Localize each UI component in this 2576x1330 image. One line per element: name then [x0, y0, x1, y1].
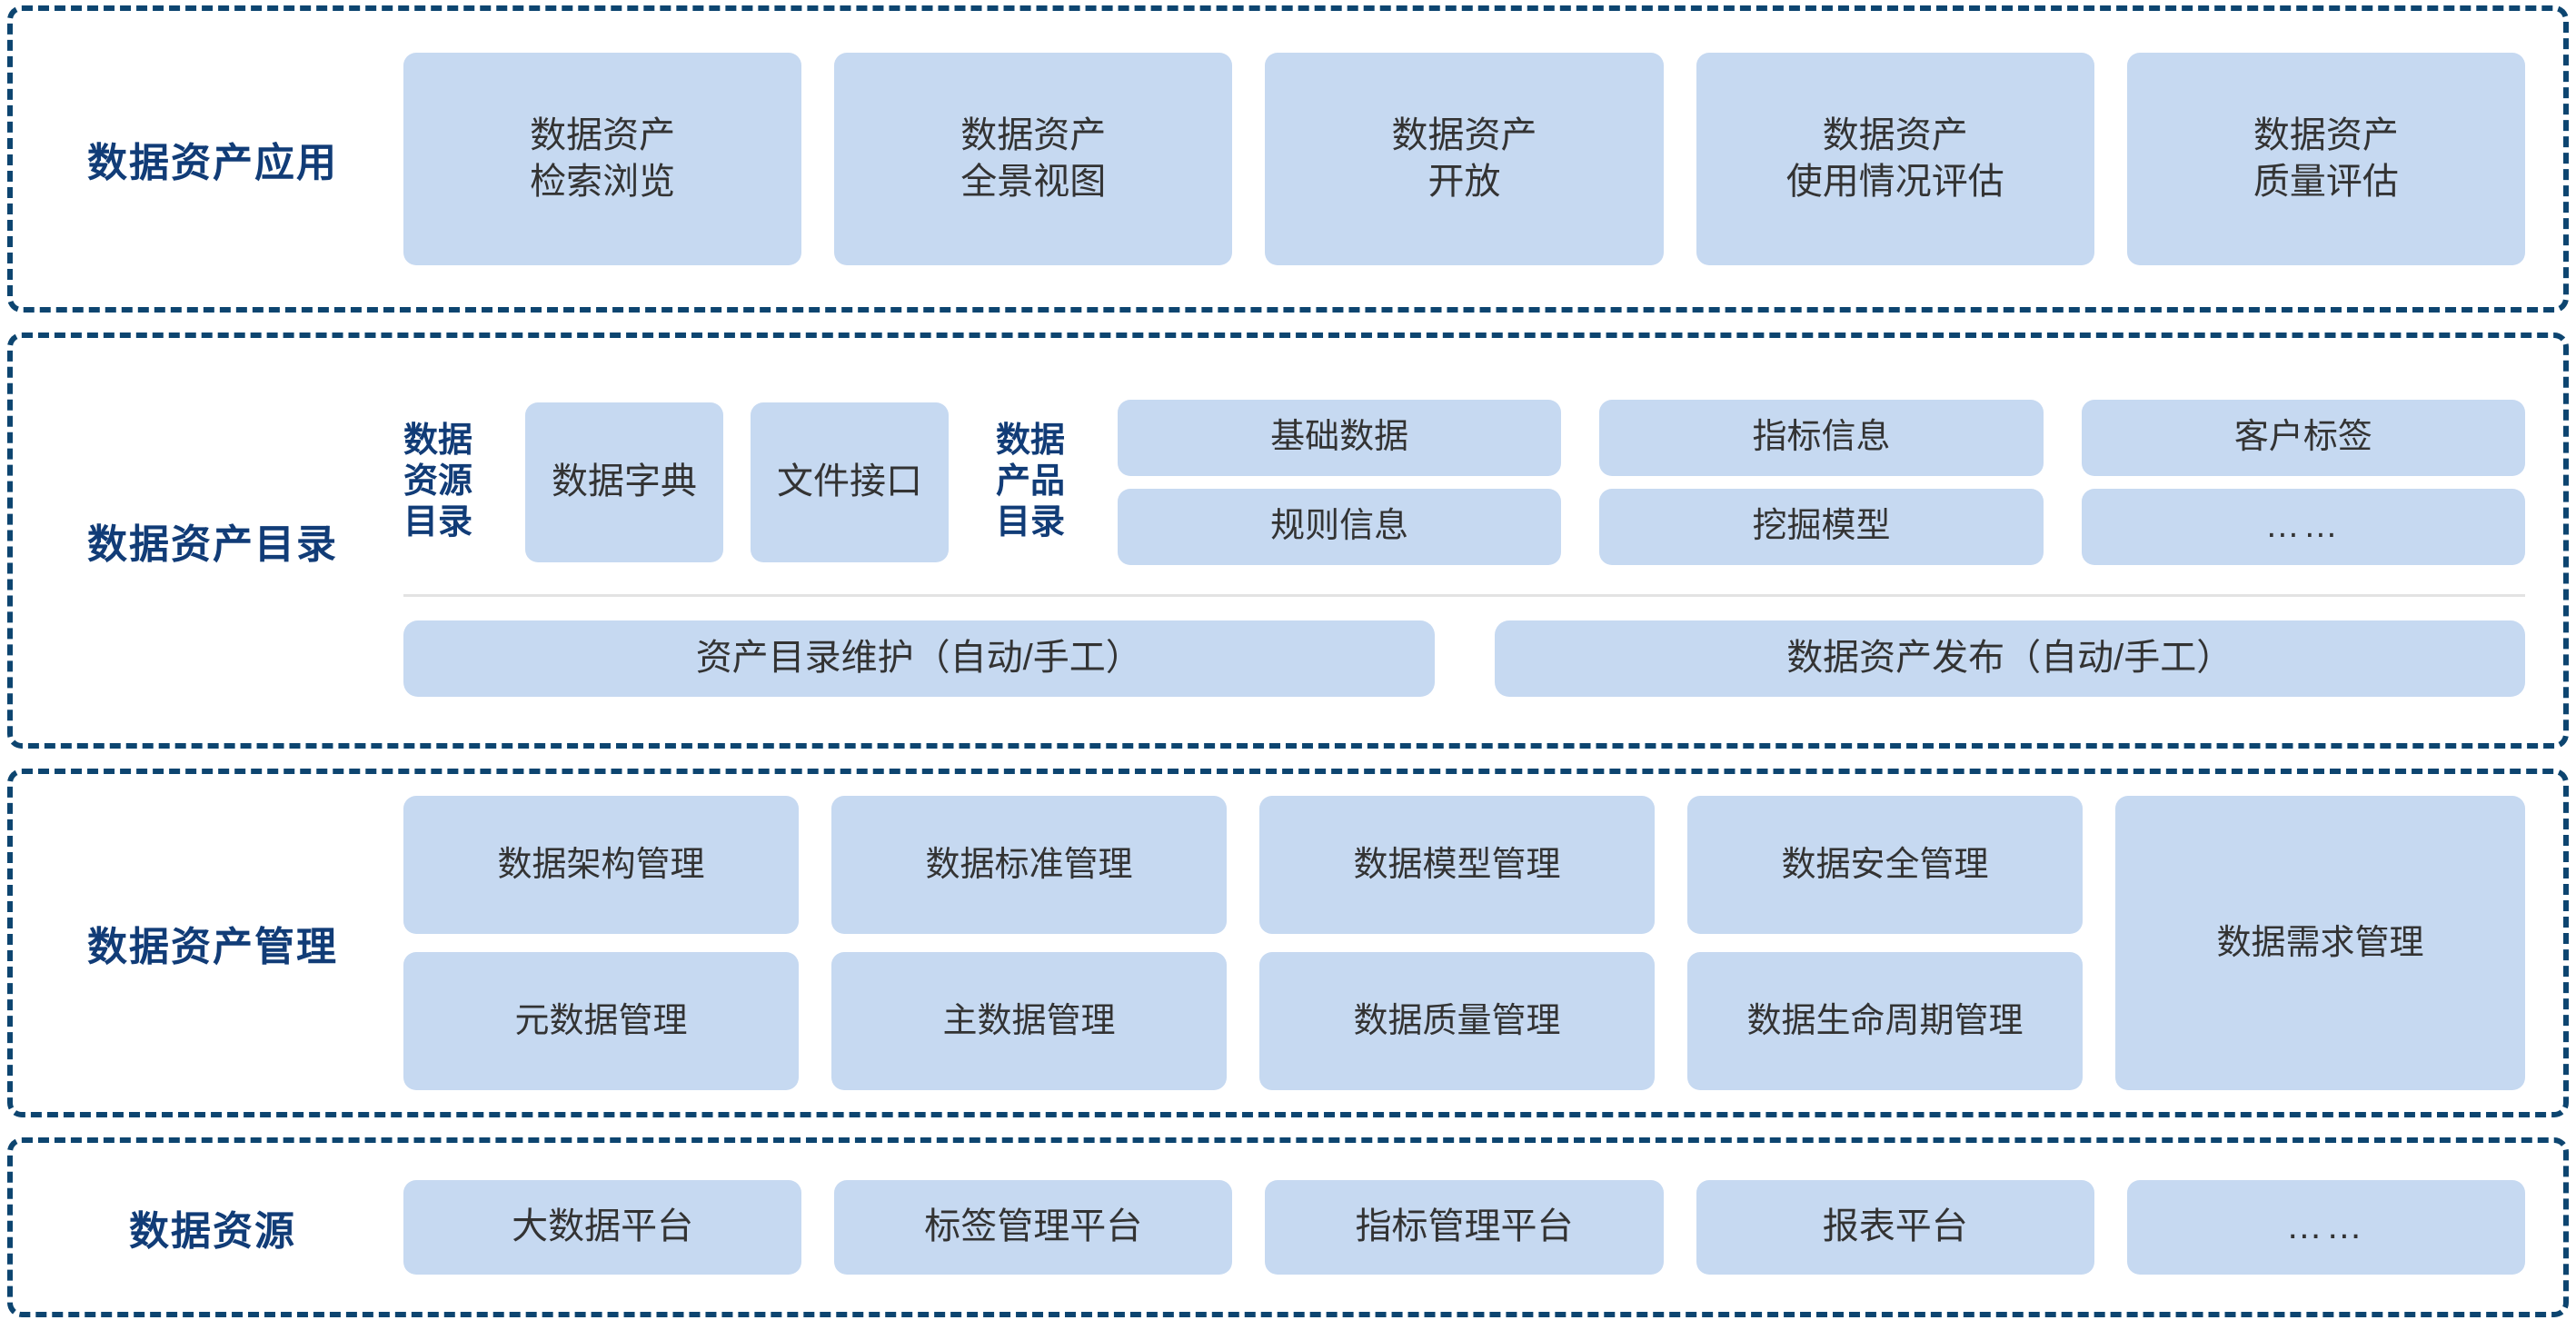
card-metadata-management[interactable]: 元数据管理 [403, 952, 799, 1090]
card-big-data-platform[interactable]: 大数据平台 [403, 1180, 802, 1275]
card-catalog-maintenance[interactable]: 资产目录维护（自动/手工） [403, 620, 1435, 697]
layer-data-asset-management: 数据资产管理 数据架构管理 元数据管理 数据标准管理 主数据管理 数据模型管理 … [7, 769, 2569, 1117]
layer-body-data-asset-application: 数据资产 检索浏览 数据资产 全景视图 数据资产 开放 数据资产 使用情况评估 … [403, 11, 2563, 307]
card-product-more[interactable]: …… [2081, 488, 2525, 565]
card-asset-open[interactable]: 数据资产 开放 [1265, 53, 1664, 265]
card-data-security-management[interactable]: 数据安全管理 [1687, 796, 2083, 934]
layer-title-data-source: 数据资源 [129, 1209, 296, 1254]
card-mining-model[interactable]: 挖掘模型 [1599, 488, 2044, 565]
layer-title-data-asset-management: 数据资产管理 [87, 925, 338, 969]
card-data-architecture-management[interactable]: 数据架构管理 [403, 796, 799, 934]
sublabel-resource-catalog: 数据 资源 目录 [403, 422, 473, 541]
card-asset-usage-evaluation[interactable]: 数据资产 使用情况评估 [1696, 53, 2094, 265]
catalog-bottom-row: 资产目录维护（自动/手工） 数据资产发布（自动/手工） [403, 620, 2525, 697]
layer-body-data-asset-management: 数据架构管理 元数据管理 数据标准管理 主数据管理 数据模型管理 数据质量管理 … [403, 774, 2563, 1112]
card-indicator-info[interactable]: 指标信息 [1599, 399, 2044, 476]
card-data-dictionary[interactable]: 数据字典 [525, 402, 723, 562]
manage-column-1: 数据架构管理 元数据管理 [403, 796, 799, 1090]
card-data-requirement-management[interactable]: 数据需求管理 [2115, 796, 2525, 1090]
layer-title-data-asset-application: 数据资产应用 [87, 141, 338, 185]
manage-column-3: 数据模型管理 数据质量管理 [1259, 796, 1655, 1090]
layer-data-asset-application: 数据资产应用 数据资产 检索浏览 数据资产 全景视图 数据资产 开放 数据资产 … [7, 5, 2569, 313]
layer-data-source: 数据资源 大数据平台 标签管理平台 指标管理平台 报表平台 …… [7, 1137, 2569, 1317]
card-data-standard-management[interactable]: 数据标准管理 [831, 796, 1227, 934]
card-file-interface[interactable]: 文件接口 [751, 402, 949, 562]
card-rule-info[interactable]: 规则信息 [1118, 488, 1562, 565]
manage-column-2: 数据标准管理 主数据管理 [831, 796, 1227, 1090]
card-asset-quality-evaluation[interactable]: 数据资产 质量评估 [2126, 53, 2526, 265]
layer-body-data-asset-catalog: 数据 资源 目录 数据字典 文件接口 数据 产品 目录 基础数据 指标信息 客户… [403, 338, 2563, 743]
sublabel-product-catalog: 数据 产品 目录 [996, 422, 1066, 541]
card-tag-management-platform[interactable]: 标签管理平台 [834, 1180, 1233, 1275]
card-report-platform[interactable]: 报表平台 [1696, 1180, 2094, 1275]
card-master-data-management[interactable]: 主数据管理 [831, 952, 1227, 1090]
layer-body-data-source: 大数据平台 标签管理平台 指标管理平台 报表平台 …… [403, 1143, 2563, 1312]
card-data-model-management[interactable]: 数据模型管理 [1259, 796, 1655, 934]
card-customer-tag[interactable]: 客户标签 [2081, 399, 2525, 476]
layer-title-data-asset-catalog: 数据资产目录 [87, 522, 338, 567]
catalog-top-row: 数据 资源 目录 数据字典 文件接口 数据 产品 目录 基础数据 指标信息 客户… [403, 385, 2525, 580]
card-asset-publish[interactable]: 数据资产发布（自动/手工） [1494, 620, 2525, 697]
card-source-more[interactable]: …… [2126, 1180, 2526, 1275]
card-data-lifecycle-management[interactable]: 数据生命周期管理 [1687, 952, 2083, 1090]
card-indicator-management-platform[interactable]: 指标管理平台 [1265, 1180, 1664, 1275]
card-data-quality-management[interactable]: 数据质量管理 [1259, 952, 1655, 1090]
card-basic-data[interactable]: 基础数据 [1118, 399, 1562, 476]
product-catalog-grid: 基础数据 指标信息 客户标签 规则信息 挖掘模型 …… [1118, 399, 2525, 565]
card-asset-search-browse[interactable]: 数据资产 检索浏览 [403, 53, 802, 265]
card-asset-panorama-view[interactable]: 数据资产 全景视图 [834, 53, 1233, 265]
manage-column-4: 数据安全管理 数据生命周期管理 [1687, 796, 2083, 1090]
catalog-divider [403, 593, 2525, 597]
layer-data-asset-catalog: 数据资产目录 数据 资源 目录 数据字典 文件接口 数据 产品 目录 基础数据 … [7, 332, 2569, 749]
